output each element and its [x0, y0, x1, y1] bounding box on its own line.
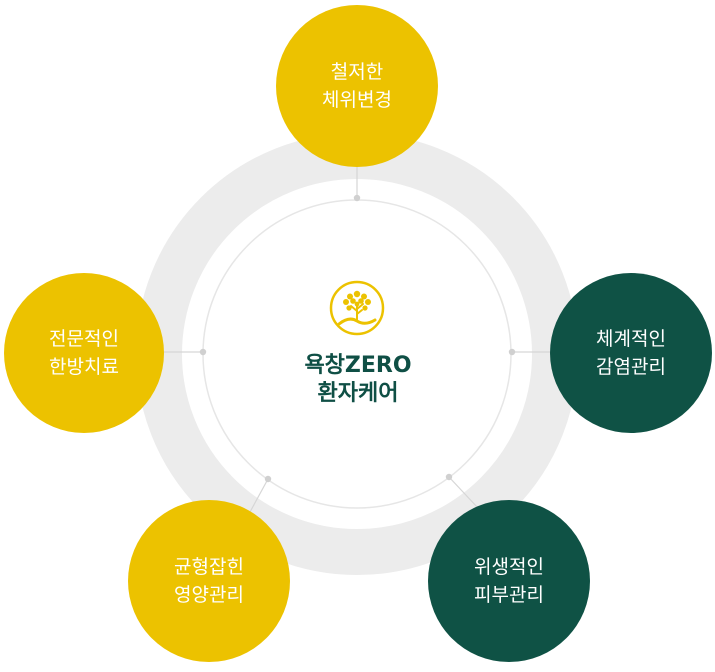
- dot-right: [508, 348, 516, 356]
- center-title-line1: 욕창ZERO: [304, 353, 412, 378]
- node-position-change-line1: 철저한: [330, 61, 384, 83]
- node-skin-care-line2: 피부관리: [474, 584, 544, 606]
- dot-bottom-right: [445, 473, 453, 481]
- node-infection-control-line2: 감염관리: [596, 356, 666, 378]
- dot-left: [199, 348, 207, 356]
- connector-bottom-right: [448, 476, 479, 509]
- dot-top: [353, 194, 361, 202]
- node-nutrition-management-line1: 균형잡힌: [174, 556, 244, 578]
- center-title-line2: 환자케어: [317, 381, 399, 406]
- node-infection-control-line1: 체계적인: [596, 328, 666, 350]
- node-nutrition-management: 균형잡힌 영양관리: [128, 500, 290, 662]
- node-position-change-line2: 체위변경: [322, 89, 392, 111]
- connector-bottom-left: [249, 478, 269, 513]
- dot-bottom-left: [264, 475, 272, 483]
- node-skin-care-line1: 위생적인: [474, 556, 544, 578]
- node-oriental-treatment: 전문적인 한방치료: [4, 273, 164, 433]
- node-oriental-treatment-line2: 한방치료: [49, 356, 119, 378]
- center-title: 욕창ZERO 환자케어: [258, 352, 458, 408]
- tree-in-circle-icon: [329, 280, 385, 336]
- node-skin-care: 위생적인 피부관리: [428, 500, 590, 662]
- node-nutrition-management-line2: 영양관리: [174, 584, 244, 606]
- node-oriental-treatment-line1: 전문적인: [49, 328, 119, 350]
- node-position-change: 철저한 체위변경: [276, 5, 438, 167]
- node-infection-control: 체계적인 감염관리: [550, 273, 712, 433]
